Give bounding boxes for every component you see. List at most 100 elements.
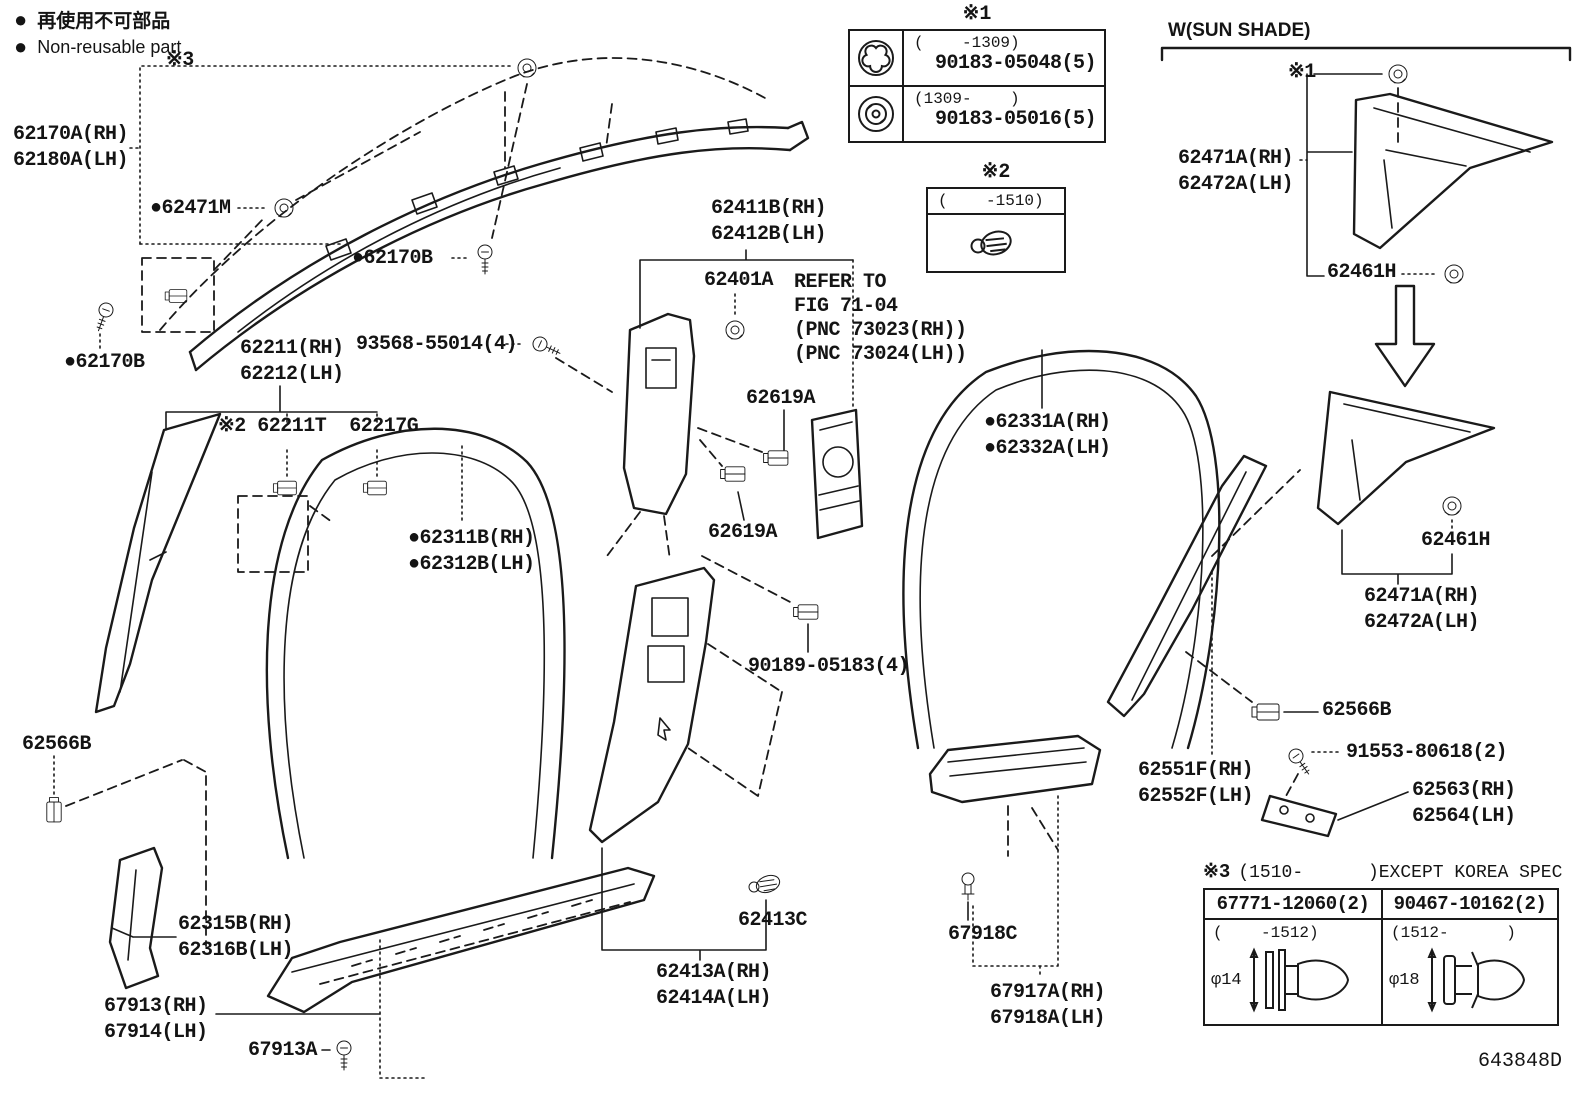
part-label: 62566B: [1322, 699, 1392, 722]
center-pillar-upper-artwork: [603, 249, 864, 561]
part-number: 90183-05016(5): [934, 108, 1097, 131]
legend-item: ● Non-reusable part: [14, 36, 181, 58]
document-code: 643848D: [1478, 1050, 1563, 1073]
part-label: ※2 62211T 62217G: [218, 415, 419, 438]
part-label: 62412B(LH): [711, 223, 827, 246]
part-label: 62413C: [738, 909, 808, 932]
part-label: 62471A(RH): [1178, 147, 1294, 170]
part-label: 62180A(LH): [13, 149, 129, 172]
part-number: 90467-10162(2): [1383, 890, 1557, 920]
part-label: 62212(LH): [240, 363, 344, 386]
clip-icon: [928, 215, 1064, 271]
table-title: ※3 (1510- )EXCEPT KOREA SPEC: [1203, 860, 1563, 883]
part-label: 62472A(LH): [1178, 173, 1294, 196]
part-label: 67913A: [248, 1039, 318, 1062]
part-label: 91553-80618(2): [1346, 741, 1508, 764]
part-label: 62472A(LH): [1364, 611, 1480, 634]
note3-frame: [129, 65, 513, 259]
date-range: ( -1512): [1213, 924, 1319, 942]
part-label: 93568-55014(4): [356, 333, 518, 356]
date-range: (1512- ): [1391, 924, 1516, 942]
part-label: 62552F(LH): [1138, 785, 1254, 808]
part-label: 62619A: [708, 521, 778, 544]
table-row: (1309- ) 90183-05016(5): [850, 85, 1104, 141]
part-label: 62461H: [1421, 529, 1491, 552]
part-label: FIG 71-04: [794, 295, 898, 318]
part-label: 62551F(RH): [1138, 759, 1254, 782]
part-label: 62619A: [746, 387, 816, 410]
part-label: 62170A(RH): [13, 123, 129, 146]
front-door-opening-trim-artwork: [265, 427, 566, 860]
part-label: 67917A(RH): [990, 981, 1106, 1004]
non-reusable-bullet-icon: ●: [14, 6, 28, 32]
clip-diagram-icon: [1427, 947, 1525, 1013]
part-label: 67914(LH): [104, 1021, 208, 1044]
part-label: ※1: [1288, 61, 1316, 84]
part-label: (PNC 73024(LH)): [794, 343, 967, 366]
part-label: 62413A(RH): [656, 961, 772, 984]
table-mark: ※3: [1203, 861, 1231, 883]
non-reusable-bullet-icon: ●: [14, 34, 28, 59]
part-label: W(SUN SHADE): [1168, 20, 1311, 41]
sunshade-quarter-trim-artwork: [1160, 46, 1572, 585]
part-label: 62566B: [22, 733, 92, 756]
part-label: ●62170B: [64, 351, 145, 374]
part-number: 67771-12060(2): [1205, 890, 1381, 920]
part-label: ●62312B(LH): [408, 553, 535, 576]
part-label: REFER TO: [794, 271, 887, 294]
callout-table-1: ※1 ( -1309) 90183-05048(5): [848, 0, 1106, 143]
part-label: 90189-05183(4): [748, 655, 910, 678]
clip-diagram-icon: [1249, 947, 1349, 1013]
table-row: ( -1309) 90183-05048(5): [850, 31, 1104, 85]
diameter-label: φ14: [1211, 970, 1242, 990]
date-range: ( -1309): [914, 34, 1020, 52]
table-note: (1510- )EXCEPT KOREA SPEC: [1238, 863, 1563, 883]
part-label: 67918A(LH): [990, 1007, 1106, 1030]
part-label: 62315B(RH): [178, 913, 294, 936]
part-label: 67913(RH): [104, 995, 208, 1018]
part-label: 62461H: [1327, 261, 1397, 284]
part-number: 90183-05048(5): [934, 52, 1097, 75]
left-lower-trim-artwork: [46, 755, 207, 990]
legend-text-en: Non-reusable part: [37, 36, 182, 57]
part-label: 62471A(RH): [1364, 585, 1480, 608]
callout-table-2: ※2 ( -1510): [926, 158, 1066, 273]
table-mark: ※2: [981, 161, 1011, 184]
legend: ● 再使用不可部品 ● Non-reusable part: [14, 6, 181, 61]
part-label: 62414A(LH): [656, 987, 772, 1010]
legend-item: ● 再使用不可部品: [14, 6, 181, 33]
part-label: ●62170B: [352, 247, 433, 270]
rear-scuff-plate-artwork: [928, 734, 1102, 979]
right-clip-hardware-artwork: [1185, 651, 1409, 838]
star-washer-icon: [850, 31, 904, 85]
part-label: ※3: [166, 49, 194, 72]
screw-93568-artwork: [505, 334, 613, 393]
table-column: 90467-10162(2) (1512- ) φ18: [1381, 890, 1557, 1024]
roof-side-rail-artwork: [91, 57, 810, 372]
center-pillar-lower-artwork: [588, 566, 783, 961]
part-label: 62411B(RH): [711, 197, 827, 220]
front-scuff-plate-artwork: [215, 866, 656, 1079]
diameter-label: φ18: [1389, 970, 1420, 990]
grommet-icon: [850, 87, 904, 141]
part-label: 62211(RH): [240, 337, 344, 360]
callout-table-3: ※3 (1510- )EXCEPT KOREA SPEC 67771-12060…: [1203, 860, 1563, 1026]
rear-pillar-garnish-artwork: [1106, 454, 1301, 757]
part-label: 62316B(LH): [178, 939, 294, 962]
part-label: ●62471M: [150, 197, 231, 220]
part-label: ●62311B(RH): [408, 527, 535, 550]
legend-text-jp: 再使用不可部品: [37, 11, 171, 32]
part-label: 62563(RH): [1412, 779, 1516, 802]
part-label: (PNC 73023(RH)): [794, 319, 967, 342]
date-range: (1309- ): [914, 90, 1020, 108]
part-label: 62564(LH): [1412, 805, 1516, 828]
part-label: 62401A: [704, 269, 774, 292]
table-column: 67771-12060(2) ( -1512) φ14: [1205, 890, 1381, 1024]
part-label: 67918C: [948, 923, 1018, 946]
date-range: ( -1510): [928, 189, 1064, 215]
clip-90189-artwork: [701, 555, 819, 653]
table-mark: ※1: [962, 3, 992, 26]
